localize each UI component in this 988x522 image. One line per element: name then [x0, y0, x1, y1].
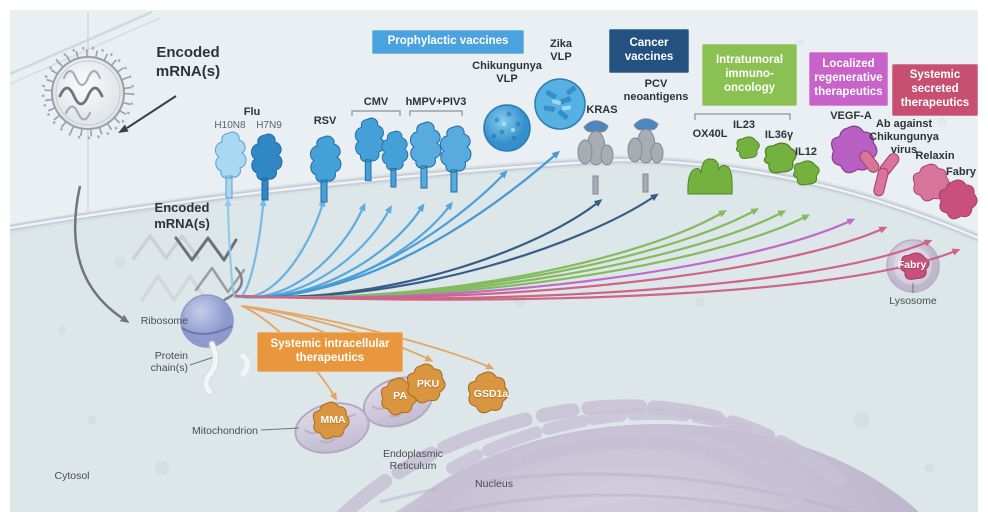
box-prophylactic-vaccines: Prophylactic vaccines: [372, 30, 524, 54]
encoded-mrna-pointer-arrow: [118, 95, 177, 133]
arrowhead-vegfa: [846, 218, 856, 226]
protein-il12: [793, 160, 820, 186]
cytosolic-mrna: [132, 234, 246, 302]
protein-chain-shape: [203, 341, 218, 395]
ribosome-shape: [180, 294, 250, 396]
protein-kras-complex: [577, 120, 614, 195]
arrowhead-hmpv_a: [417, 203, 425, 213]
mrna-strands-in-particle: [58, 69, 104, 121]
arrowhead-fabry: [951, 248, 961, 256]
protein-il23: [735, 136, 760, 160]
arrowhead-h7n9: [259, 198, 267, 207]
box-systemic-intracellular: Systemic intracellular therapeutics: [257, 332, 403, 372]
lipid-nanoparticle: [41, 46, 135, 140]
arrowhead-mma: [329, 392, 338, 401]
box-cancer-vaccines: Cancer vaccines: [609, 29, 689, 73]
zika-vlp-particle: [534, 78, 586, 130]
arrowhead-pku: [424, 354, 434, 362]
mrna-release-arrow: [73, 185, 130, 323]
arrowhead-gsd1a: [485, 362, 495, 370]
arrowhead-zika: [551, 150, 561, 159]
arrowhead-cmv_a: [358, 202, 366, 212]
box-intratumoral-immuno-oncology: Intratumoral immuno- oncology: [702, 44, 797, 106]
box-localized-regenerative: Localized regenerative therapeutics: [809, 52, 888, 106]
arrow-fabry: [234, 250, 955, 301]
arrowhead-pcv: [650, 193, 659, 202]
arrowhead-hmpv_b: [445, 201, 453, 211]
arrowhead-il36g: [777, 210, 787, 218]
protein-pcv-complex: [627, 118, 664, 193]
arrow-zika: [234, 154, 556, 298]
chikungunya-vlp-particle: [483, 104, 531, 152]
lysosome-shape: [886, 239, 940, 293]
arrowhead-ox40l: [718, 210, 727, 218]
arrowhead-cmv_b: [384, 204, 392, 214]
arrowhead-relaxin: [923, 239, 933, 247]
endoplasmic-reticulum-shape: [336, 399, 847, 512]
protein-antibody: [859, 150, 900, 197]
arrow-h10n8: [226, 204, 238, 299]
arrowhead-h10n8: [224, 198, 232, 207]
arrowhead-il23: [750, 208, 760, 216]
arrowhead-kras: [593, 199, 603, 207]
protein-il36g: [763, 142, 797, 174]
arrowhead-chikv: [499, 170, 508, 179]
box-systemic-secreted: Systemic secreted therapeutics: [892, 64, 978, 116]
arrowhead-il12: [801, 214, 811, 222]
arrow-pcv: [234, 196, 654, 299]
group-brackets: [351, 110, 791, 120]
arrowhead-ab: [878, 226, 888, 234]
